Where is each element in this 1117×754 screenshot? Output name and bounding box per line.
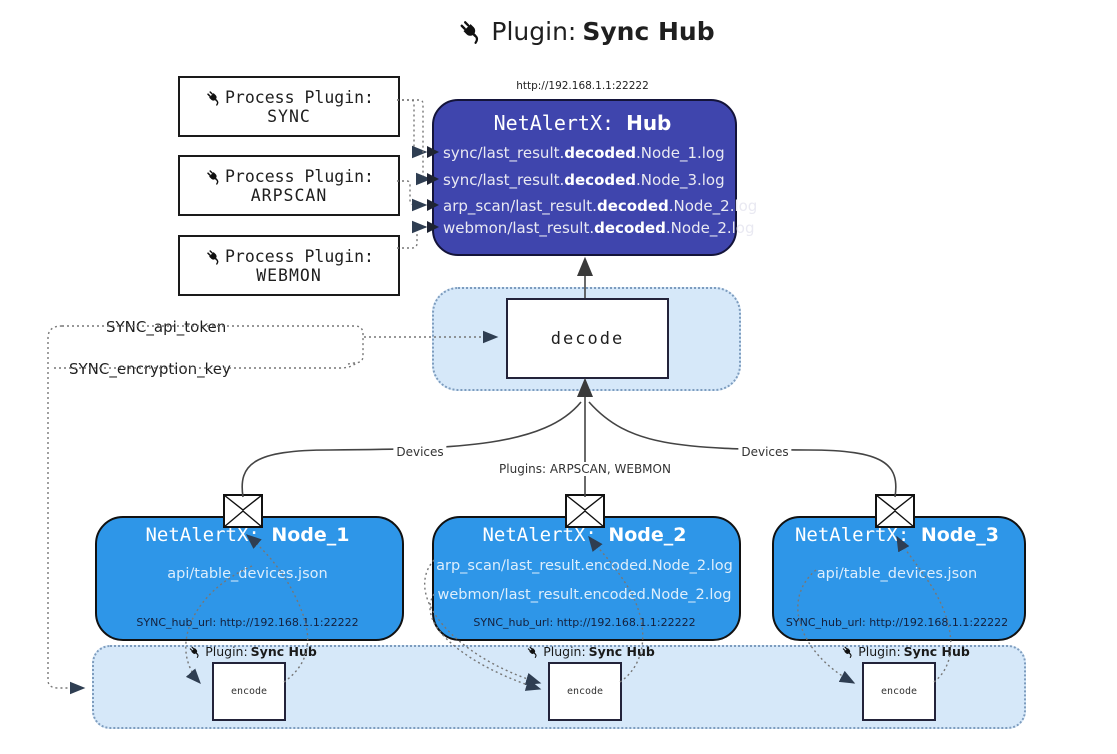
encode-section-label: Plugin: Sync Hub	[187, 644, 317, 659]
process-plugin-label: Process Plugin:	[224, 166, 374, 186]
node2-file: webmon/last_result.encoded.Node_2.log	[437, 587, 732, 603]
hub-title: NetAlertX: Hub	[432, 111, 733, 135]
hub-file-line: sync/last_result.decoded.Node_3.log	[443, 171, 725, 189]
plug-icon	[204, 247, 223, 266]
node1-hub-url: SYNC_hub_url: http://192.168.1.1:22222	[136, 616, 359, 629]
envelope-icon	[565, 494, 605, 528]
hub-file-line: webmon/last_result.decoded.Node_2.log	[443, 219, 755, 237]
envelope-icon	[223, 494, 263, 528]
edge-label-devices-left: Devices	[393, 445, 447, 459]
page-title: Plugin: Sync Hub	[455, 16, 715, 46]
process-plugin-sync: Process Plugin: SYNC	[178, 76, 400, 137]
edge-label-plugins: Plugins: ARPSCAN, WEBMON	[496, 462, 674, 476]
page-title-name: Sync Hub	[582, 16, 715, 46]
sync-api-token-label: SYNC_api_token	[103, 318, 230, 336]
plug-icon	[204, 167, 223, 186]
plug-icon	[187, 644, 202, 659]
process-plugin-label: Process Plugin:	[224, 246, 374, 266]
process-plugin-webmon: Process Plugin: WEBMON	[178, 235, 400, 296]
plug-icon	[840, 644, 855, 659]
process-plugin-arpscan: Process Plugin: ARPSCAN	[178, 155, 400, 216]
node3-file: api/table_devices.json	[816, 566, 978, 582]
encode-section-label: Plugin: Sync Hub	[840, 644, 970, 659]
plug-icon	[455, 16, 485, 46]
edge-label-devices-right: Devices	[738, 445, 792, 459]
page-title-prefix: Plugin:	[491, 16, 577, 46]
sync-encryption-key-label: SYNC_encryption_key	[66, 360, 234, 378]
process-plugin-name: WEBMON	[256, 265, 322, 285]
hub-title-name: Hub	[626, 111, 672, 135]
process-plugin-name: SYNC	[267, 106, 311, 126]
hub-title-prefix: NetAlertX:	[493, 111, 627, 135]
node2-file: arp_scan/last_result.encoded.Node_2.log	[436, 558, 733, 574]
encode-box: encode	[548, 662, 622, 721]
hub-url: http://192.168.1.1:22222	[516, 80, 649, 92]
hub-box	[432, 99, 737, 256]
encode-box: encode	[862, 662, 936, 721]
encode-section-label: Plugin: Sync Hub	[525, 644, 655, 659]
hub-file-line: arp_scan/last_result.decoded.Node_2.log	[443, 197, 758, 215]
decode-box: decode	[506, 298, 669, 379]
node2-hub-url: SYNC_hub_url: http://192.168.1.1:22222	[473, 616, 696, 629]
plug-icon	[525, 644, 540, 659]
process-plugin-label: Process Plugin:	[224, 87, 374, 107]
plug-icon	[204, 88, 223, 107]
hub-file-line: sync/last_result.decoded.Node_1.log	[443, 144, 725, 162]
process-plugin-name: ARPSCAN	[250, 185, 328, 205]
encode-box: encode	[212, 662, 286, 721]
node3-hub-url: SYNC_hub_url: http://192.168.1.1:22222	[785, 616, 1009, 629]
node1-file: api/table_devices.json	[167, 566, 328, 582]
envelope-icon	[875, 494, 915, 528]
